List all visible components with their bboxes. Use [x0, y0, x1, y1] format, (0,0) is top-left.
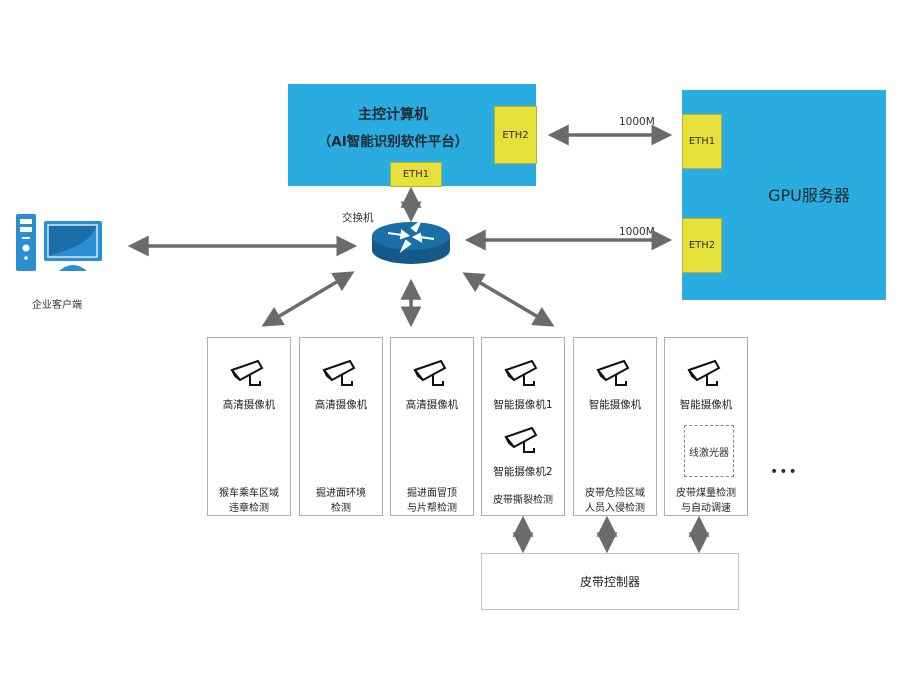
function-line-1: 掘进面冒顶 — [407, 488, 457, 499]
camera-box-6: 智能摄像机 线激光器 皮带煤量检测 与自动调速 — [664, 337, 748, 516]
belt-controller: 皮带控制器 — [481, 553, 739, 610]
function-line-1: 皮带撕裂检测 — [493, 495, 553, 506]
function-line-2: 检测 — [331, 503, 351, 514]
gpu-server-title: GPU服务器 — [768, 186, 850, 205]
main-eth1-port: ETH1 — [390, 162, 442, 187]
camera-icon — [504, 359, 538, 386]
camera-box-5: 智能摄像机 皮带危险区域 人员入侵检测 — [573, 337, 657, 516]
function-line-1: 皮带煤量检测 — [676, 488, 736, 499]
function-line-1: 猴车乘车区域 — [219, 488, 279, 499]
arrow-switch-to-left — [261, 271, 355, 327]
main-computer-subtitle: （AI智能识别软件平台） — [317, 134, 469, 150]
camera-label: 高清摄像机 — [314, 399, 368, 411]
function-line-1: 皮带危险区域 — [585, 488, 645, 499]
camera-label: 高清摄像机 — [222, 399, 276, 411]
gpu-server: GPU服务器 ETH1 ETH2 — [682, 90, 886, 300]
camera-icon — [596, 359, 630, 386]
camera-label: 高清摄像机 — [405, 399, 459, 411]
camera-icon — [413, 359, 447, 386]
switch-icon — [372, 218, 450, 264]
arrow-switch-to-right — [462, 272, 555, 327]
camera-box-2: 高清摄像机 掘进面环境 检测 — [299, 337, 383, 516]
client-label: 企业客户端 — [32, 300, 82, 311]
camera-box-3: 高清摄像机 掘进面冒顶 与片帮检测 — [390, 337, 474, 516]
laser-device-label: 线激光器 — [689, 447, 729, 459]
function-line-2: 人员入侵检测 — [585, 503, 645, 514]
gpu-eth2-port: ETH2 — [682, 218, 722, 273]
camera-icon — [322, 359, 356, 386]
camera-icon — [504, 426, 538, 453]
switch-label: 交换机 — [342, 212, 374, 224]
computer-icon — [16, 214, 102, 271]
camera-icon — [687, 359, 721, 386]
camera-icon — [230, 359, 264, 386]
camera-label: 智能摄像机1 — [493, 399, 553, 411]
main-computer: 主控计算机 （AI智能识别软件平台） ETH1 ETH2 — [288, 84, 537, 187]
camera-label: 智能摄像机 — [588, 399, 642, 411]
ellipsis: ••• — [770, 464, 798, 480]
belt-controller-label: 皮带控制器 — [579, 575, 640, 589]
main-computer-title: 主控计算机 — [358, 107, 428, 123]
camera-label-2: 智能摄像机2 — [493, 466, 553, 478]
gpu-eth1-port: ETH1 — [682, 114, 722, 169]
function-line-2: 与片帮检测 — [407, 503, 457, 514]
camera-box-1: 高清摄像机 猴车乘车区域 违章检测 — [207, 337, 291, 516]
camera-label: 智能摄像机 — [679, 399, 733, 411]
camera-box-4: 智能摄像机1 智能摄像机2 皮带撕裂检测 — [481, 337, 565, 516]
function-line-2: 违章检测 — [229, 503, 269, 514]
laser-device-box: 线激光器 — [684, 425, 734, 477]
main-eth2-port: ETH2 — [494, 106, 537, 164]
function-line-1: 掘进面环境 — [316, 488, 366, 499]
function-line-2: 与自动调速 — [681, 503, 731, 514]
